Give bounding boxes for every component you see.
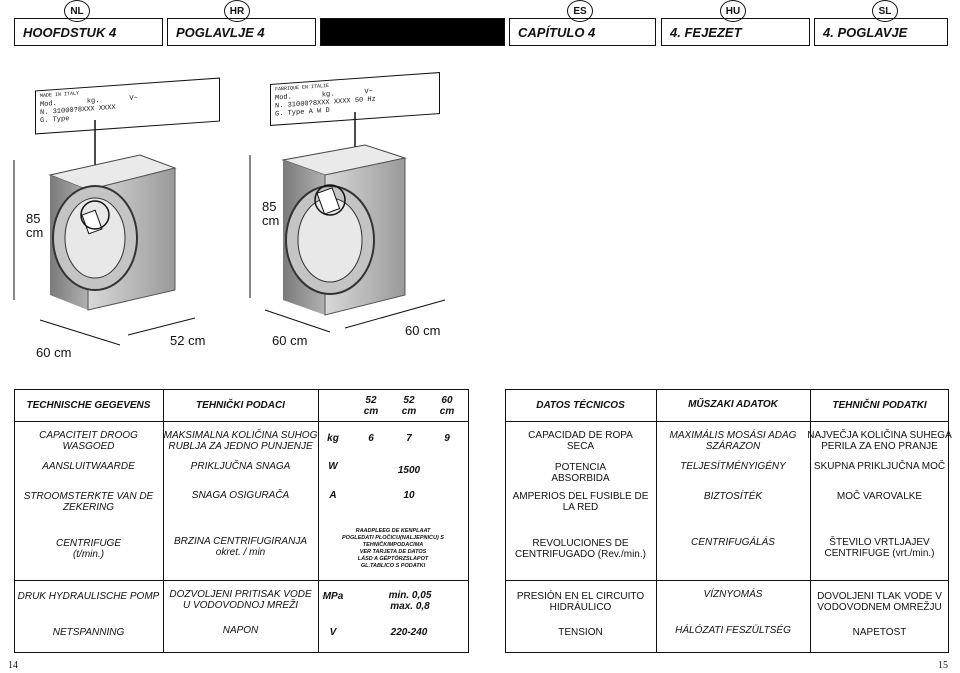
left-row6-hr: NAPON	[222, 624, 259, 636]
width-label-right: 60 cm	[272, 333, 308, 348]
right-row1-es: CAPACIDAD DE ROPA SECA	[528, 430, 633, 452]
right-row4-es: REVOLUCIONES DE CENTRIFUGADO (Rev./min.)	[515, 538, 646, 560]
left-row3-nl: STROOMSTERKTE VAN DE ZEKERING	[23, 491, 154, 513]
left-row2-nl: AANSLUITWAARDE	[42, 460, 135, 472]
right-row5-sl: DOVOLJENI TLAK VODE V VODOVODNEM OMREŽJU	[817, 591, 942, 613]
left-row4-hr: BRZINA CENTRIFUGIRANJA okret. / min	[174, 536, 307, 558]
left-row1-v1: 6	[368, 432, 374, 444]
left-row5-unit: MPa	[322, 590, 344, 602]
left-row4-nl: CENTRIFUGE (t/min.)	[56, 538, 121, 560]
left-row5-hr: DOZVOLJENI PRITISAK VODE U VODOVODNOJ MR…	[169, 589, 312, 611]
header-hr: POGLAVLJE 4	[167, 18, 316, 46]
lang-badge-nl: NL	[64, 0, 90, 22]
washing-machine-left	[48, 154, 177, 311]
col-header-52b: 52 cm	[401, 394, 417, 417]
col-header-52a: 52 cm	[363, 394, 379, 417]
left-row1-nl: CAPACITEIT DROOG WASGOED	[39, 430, 138, 452]
header-hu: 4. FEJEZET	[661, 18, 810, 46]
right-row3-es: AMPERIOS DEL FUSIBLE DE LA RED	[512, 491, 649, 513]
lang-badge-hu: HU	[720, 0, 746, 22]
right-row4-sl: ŠTEVILO VRTLJAJEV CENTRIFUGE (vrt./min.)	[824, 537, 935, 559]
washing-machines-illustration	[13, 112, 446, 346]
left-row3-value: 10	[403, 489, 415, 501]
left-row1-unit: kg	[327, 432, 339, 444]
left-header-nl: TECHNISCHE GEGEVENS	[26, 400, 151, 411]
depth-label-left: 52 cm	[170, 333, 206, 348]
depth-label-right: 60 cm	[405, 323, 441, 338]
page-number-right: 15	[938, 660, 948, 671]
left-header-hr: TEHNIČKI PODACI	[196, 400, 285, 411]
left-row6-unit: V	[329, 626, 337, 638]
right-row4-hu: CENTRIFUGÁLÁS	[691, 536, 775, 548]
left-row5-value: min. 0,05 max. 0,8	[388, 590, 432, 612]
left-row2-unit: W	[328, 460, 338, 472]
left-row3-hr: SNAGA OSIGURAČA	[191, 489, 290, 501]
height-label-left: 85 cm	[26, 211, 44, 240]
left-row2-value: 1500	[397, 464, 421, 476]
right-row2-sl: SKUPNA PRIKLJUČNA MOČ	[813, 460, 946, 472]
page-number-left: 14	[8, 660, 18, 671]
left-row5-nl: DRUK HYDRAULISCHE POMP	[17, 590, 160, 602]
right-header-hu: MŰSZAKI ADATOK	[688, 398, 778, 410]
col-header-60: 60 cm	[439, 394, 455, 417]
right-row5-hu: VÍZNYOMÁS	[703, 588, 763, 600]
spec-table-right	[505, 389, 949, 653]
left-row1-hr: MAKSIMALNA KOLIČINA SUHOG RUBLJA ZA JEDN…	[163, 430, 318, 452]
right-row6-sl: NAPETOST	[852, 626, 907, 638]
header-nl: HOOFDSTUK 4	[14, 18, 163, 46]
lang-badge-sl: SL	[872, 0, 898, 22]
lang-badge-hr: HR	[224, 0, 250, 22]
left-row1-v3: 9	[444, 432, 450, 444]
washing-machine-right	[281, 144, 407, 316]
right-row1-sl: NAJVEČJA KOLIČINA SUHEGA PERILA ZA ENO P…	[807, 430, 952, 452]
right-row6-hu: HÁLÓZATI FESZÜLTSÉG	[675, 624, 791, 636]
spec-table-left	[14, 389, 469, 653]
lang-badge-es: ES	[567, 0, 593, 22]
header-es: CAPÍTULO 4	[509, 18, 656, 46]
right-row6-es: TENSION	[558, 626, 603, 638]
right-header-sl: TEHNIČNI PODATKI	[832, 400, 927, 411]
right-row1-hu: MAXIMÁLIS MOSÁSI ADAG SZÁRAZON	[669, 430, 797, 452]
left-row1-v2: 7	[406, 432, 412, 444]
left-row6-value: 220-240	[390, 626, 428, 638]
right-header-es: DATOS TÉCNICOS	[536, 400, 625, 411]
left-row3-unit: A	[329, 489, 337, 501]
left-row6-nl: NETSPANNING	[52, 626, 125, 638]
left-row2-hr: PRIKLJUČNA SNAGA	[190, 460, 291, 472]
left-row4-note: RAADPLEEG DE KENPLAAT POGLEDATI PLOČICU(…	[342, 528, 444, 569]
right-row3-hu: BIZTOSÍTÉK	[703, 490, 763, 502]
right-row5-es: PRESIÓN EN EL CIRCUITO HIDRÁULICO	[516, 591, 645, 613]
header-blank-black	[320, 18, 505, 46]
right-row2-es: POTENCIA ABSORBIDA	[551, 462, 610, 484]
right-row2-hu: TELJESÍTMÉNYIGÉNY	[680, 460, 786, 472]
width-label-left: 60 cm	[36, 345, 72, 360]
height-label-right: 85 cm	[262, 199, 280, 228]
right-row3-sl: MOČ VAROVALKE	[836, 490, 923, 502]
header-sl: 4. POGLAVJE	[814, 18, 948, 46]
